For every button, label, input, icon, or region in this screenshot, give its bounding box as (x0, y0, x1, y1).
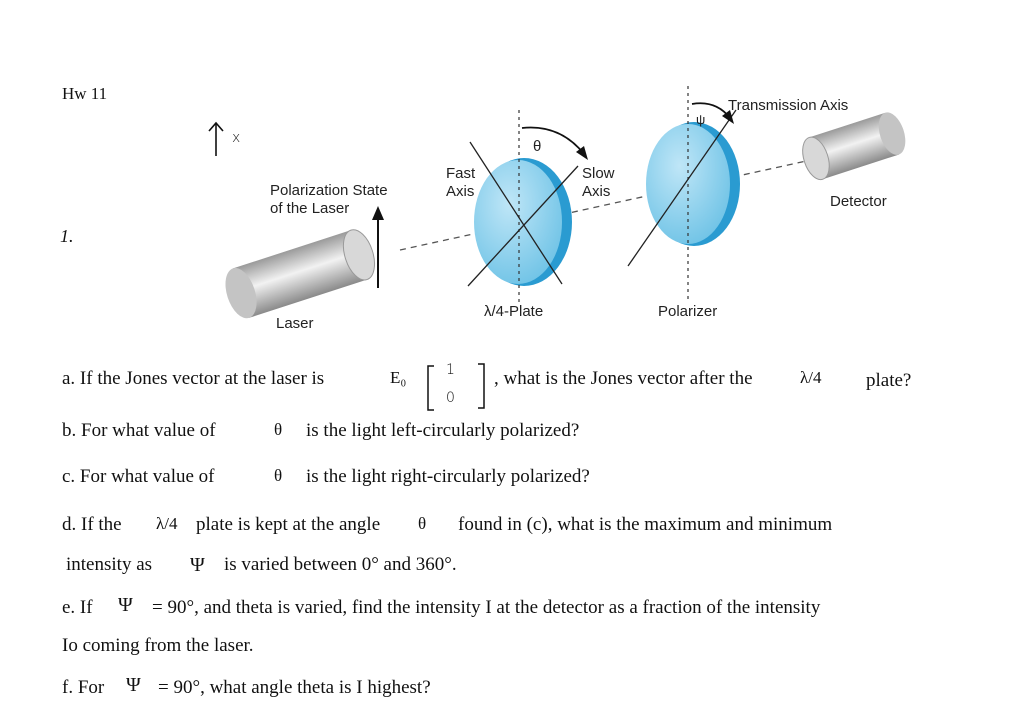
polarization-state-label-1: Polarization State (270, 182, 388, 199)
fast-axis-label-2: Axis (446, 183, 474, 200)
question-a: a. If the Jones vector at the laser is (62, 368, 324, 390)
psi-arrowhead-icon (722, 110, 734, 124)
question-b-suffix: is the light left-circularly polarized? (306, 420, 580, 441)
detector-label: Detector (830, 193, 887, 210)
question-d-line2-prefix: intensity as (66, 554, 153, 575)
question-d-psi: Ψ (190, 554, 205, 576)
quarter-wave-plate (474, 158, 572, 286)
polarization-state-label-2: of the Laser (270, 200, 349, 217)
up-arrow-icon (208, 121, 224, 156)
question-e-suffix: = 90°, and theta is varied, find the int… (152, 597, 821, 618)
polarizer-label: Polarizer (658, 303, 717, 320)
slow-axis-label-1: Slow (582, 165, 615, 182)
question-b-prefix: b. For what value of (62, 420, 216, 441)
question-d-prefix: d. If the (62, 514, 122, 535)
theta-symbol: θ (533, 138, 541, 155)
jones-vector-brackets (427, 363, 485, 411)
polarization-arrowhead-icon (372, 206, 384, 220)
laser-icon (225, 229, 376, 319)
fast-axis-line (469, 141, 563, 285)
fast-axis-label-1: Fast (446, 165, 476, 182)
waveplate-label: λ/4-Plate (484, 303, 543, 320)
theta-arrowhead-icon (576, 146, 588, 160)
slow-axis-line (467, 165, 579, 287)
jones-vector-bottom: 0 (446, 390, 455, 406)
question-d-theta: θ (418, 514, 427, 533)
question-e-psi: Ψ (118, 594, 133, 616)
psi-symbol: ψ (696, 112, 705, 127)
polarizer (646, 122, 740, 246)
question-a-mid: , what is the Jones vector after the (494, 368, 753, 389)
theta-arc (521, 126, 585, 155)
x-axis-label: x (232, 130, 241, 146)
question-a-suffix: plate? (866, 370, 912, 391)
question-a-lambda4: λ/4 (800, 368, 822, 387)
question-c-suffix: is the light right-circularly polarized? (306, 466, 590, 487)
question-f-prefix: f. For (62, 677, 105, 698)
transmission-axis-label: Transmission Axis (728, 97, 848, 114)
question-d-suffix: found in (c), what is the maximum and mi… (458, 514, 833, 535)
beam-path (399, 157, 821, 251)
detector-icon (802, 112, 906, 181)
homework-title: Hw 11 (62, 84, 108, 103)
question-c-theta: θ (274, 466, 283, 485)
question-e-prefix: e. If (62, 597, 93, 618)
question-c-prefix: c. For what value of (62, 466, 215, 487)
question-f-psi: Ψ (126, 674, 141, 696)
question-b-theta: θ (274, 420, 283, 439)
laser-label: Laser (276, 315, 314, 332)
optics-diagram: Polarization State of the Laser Laser θ … (225, 86, 906, 332)
question-f-suffix: = 90°, what angle theta is I highest? (158, 677, 431, 698)
jones-e0: E₀ (390, 368, 407, 387)
jones-vector-top: 1 (446, 362, 455, 378)
question-e-line2: Io coming from the laser. (62, 635, 254, 656)
slow-axis-label-2: Axis (582, 183, 610, 200)
question-d-mid: plate is kept at the angle (196, 514, 381, 535)
transmission-axis-line (627, 109, 737, 267)
question-d-lambda4: λ/4 (156, 514, 178, 533)
question-a-prefix: a. If the Jones vector at the laser is (62, 368, 325, 389)
problem-number: 1. (60, 226, 74, 246)
question-d-line2-suffix: is varied between 0° and 360°. (224, 554, 457, 575)
